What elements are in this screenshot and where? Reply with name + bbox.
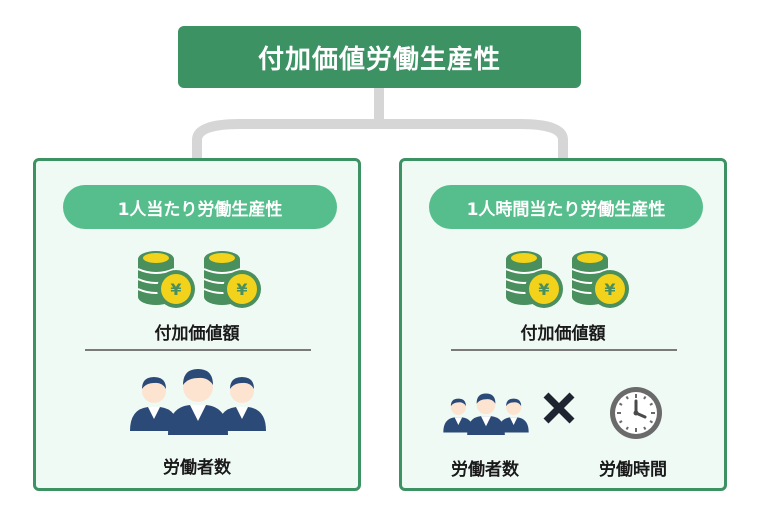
- svg-text:¥: ¥: [170, 280, 181, 299]
- per-hour-panel: 1人時間当たり労働生産性 ¥ ¥: [399, 158, 727, 491]
- numerator-value-added: 付加価値額: [154, 324, 240, 344]
- numerator-value-added: 付加価値額: [520, 324, 606, 344]
- svg-text:¥: ¥: [236, 280, 247, 299]
- page-title: 付加価値労働生産性: [178, 26, 581, 88]
- denominator-workers: 労働者数: [163, 458, 231, 478]
- yen-coin-stack-icon: ¥ ¥: [138, 251, 261, 308]
- yen-coin-stack-icon: ¥ ¥: [506, 251, 629, 308]
- per-worker-heading: 1人当たり労働生産性: [63, 185, 337, 229]
- workers-group-icon: [130, 369, 266, 435]
- multiply-icon: [543, 392, 575, 424]
- svg-text:¥: ¥: [604, 280, 615, 299]
- fraction-divider: [85, 349, 311, 351]
- tree-connector: [192, 88, 568, 160]
- denominator-workers: 労働者数: [451, 460, 519, 480]
- denominator-hours: 労働時間: [599, 460, 667, 480]
- workers-group-icon: [443, 393, 529, 435]
- fraction-divider: [451, 349, 677, 351]
- svg-text:¥: ¥: [538, 280, 549, 299]
- clock-icon: [610, 387, 662, 439]
- per-hour-heading: 1人時間当たり労働生産性: [429, 185, 703, 229]
- per-worker-panel: 1人当たり労働生産性 ¥: [33, 158, 361, 491]
